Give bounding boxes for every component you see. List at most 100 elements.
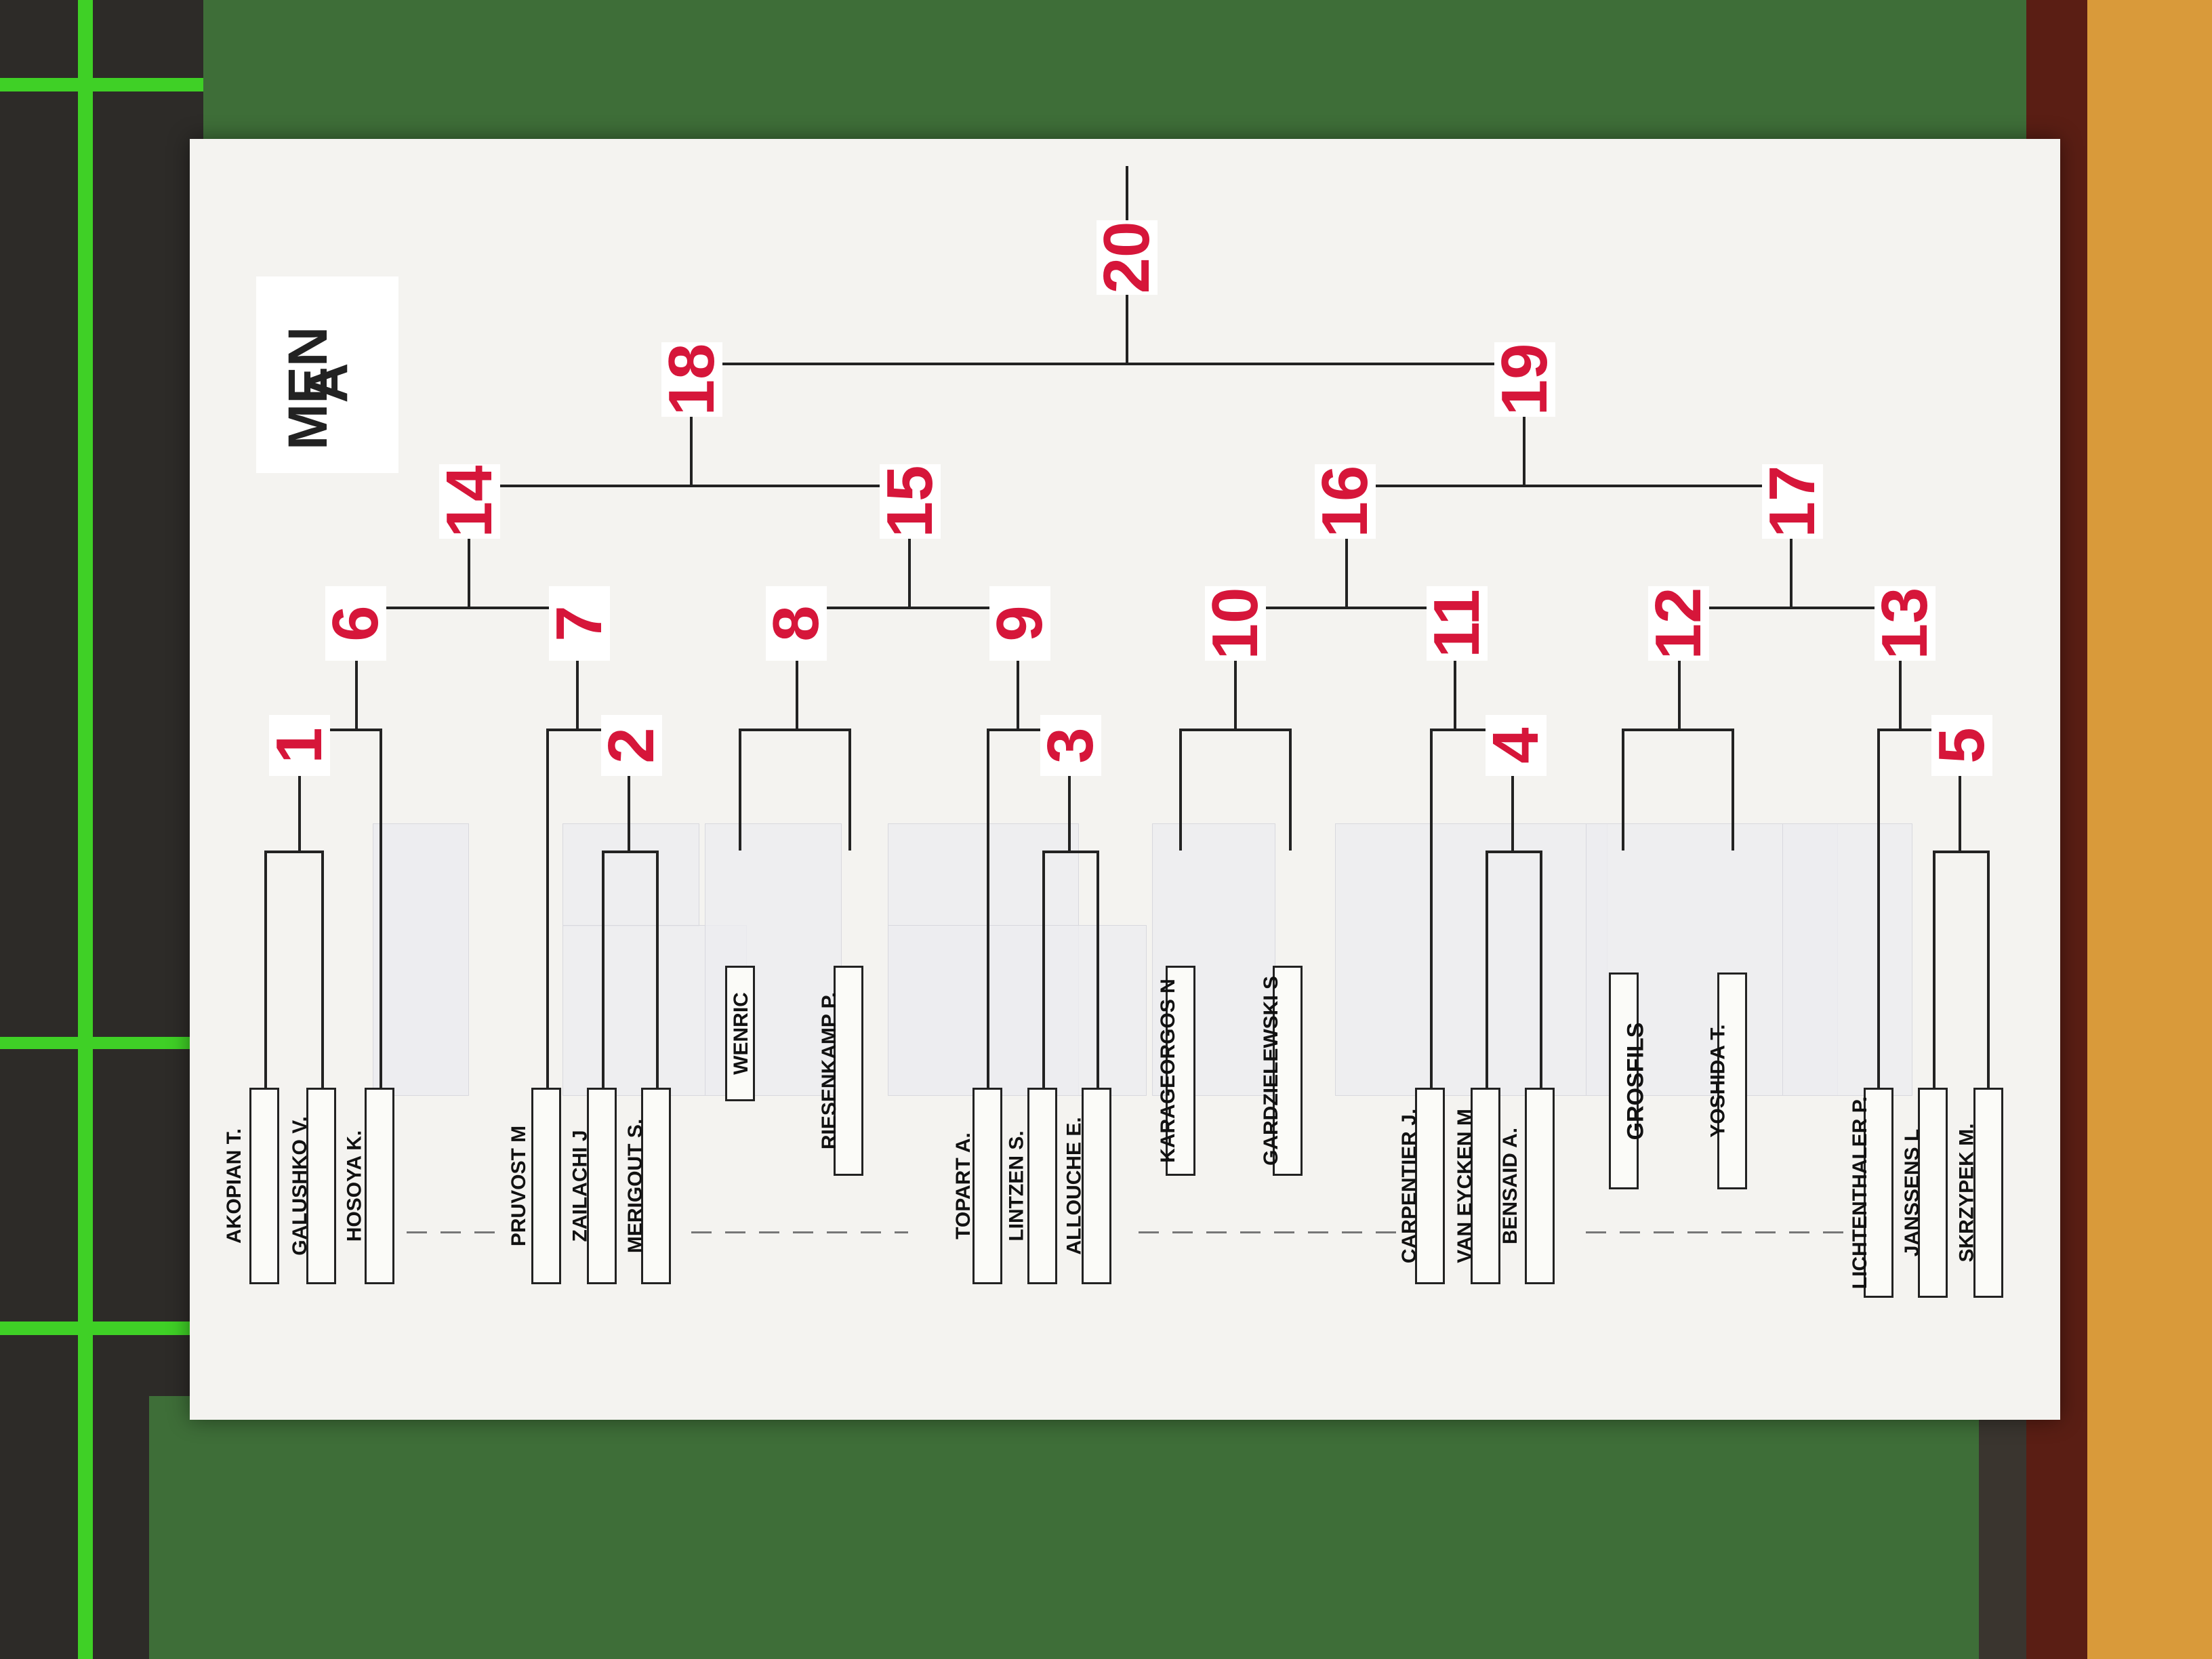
empty-name-pocket bbox=[1782, 823, 1912, 1096]
bracket-line bbox=[1234, 607, 1237, 729]
player-label: WENRIC bbox=[725, 966, 755, 1101]
player-label: GROSFILS bbox=[1609, 972, 1648, 1189]
bracket-line bbox=[1959, 729, 1961, 851]
player-label: PRUVOST M bbox=[508, 1088, 561, 1284]
wooden-floor bbox=[2087, 0, 2212, 1659]
bracket-line bbox=[1454, 607, 1456, 729]
match-number-20: 20 bbox=[1090, 220, 1163, 295]
bracket-line bbox=[1042, 851, 1099, 853]
player-label: LICHTENTHALER P. bbox=[1849, 1088, 1893, 1298]
bracket-line bbox=[355, 607, 358, 729]
player-label: KARAGEORGOS N bbox=[1157, 966, 1195, 1176]
player-label: VAN EYCKEN M bbox=[1454, 1088, 1500, 1284]
bracket-line bbox=[264, 851, 267, 1230]
bracket-line bbox=[1987, 851, 1990, 1230]
bracket-line bbox=[628, 729, 630, 851]
player-label: BENSAID A. bbox=[1499, 1088, 1555, 1284]
bracket-title-card: MEN A bbox=[256, 276, 398, 473]
green-climbing-bar bbox=[0, 1322, 203, 1335]
empty-name-pocket bbox=[888, 925, 1147, 1096]
match-number-13: 13 bbox=[1868, 586, 1941, 661]
green-climbing-bar bbox=[0, 78, 203, 91]
bracket-line bbox=[987, 729, 1071, 731]
match-number-9: 9 bbox=[983, 586, 1056, 661]
bracket-line bbox=[848, 729, 851, 851]
bracket-line bbox=[1540, 851, 1542, 1230]
match-number-7: 7 bbox=[543, 586, 615, 661]
bracket-line bbox=[1017, 607, 1019, 729]
match-number-17: 17 bbox=[1756, 464, 1828, 539]
bracket-line bbox=[908, 485, 911, 607]
bracket-line bbox=[546, 729, 630, 731]
match-number-18: 18 bbox=[655, 342, 728, 417]
player-label: ALLOUCHE E. bbox=[1063, 1088, 1111, 1284]
empty-slot-dash bbox=[1586, 1231, 1857, 1233]
bracket-line bbox=[1068, 729, 1071, 851]
empty-name-pocket bbox=[373, 823, 469, 1096]
match-number-6: 6 bbox=[319, 586, 392, 661]
bracket-line bbox=[1523, 363, 1525, 485]
player-label: TOPART A. bbox=[952, 1088, 1002, 1284]
bracket-line bbox=[1933, 851, 1990, 853]
match-number-19: 19 bbox=[1488, 342, 1561, 417]
match-number-2: 2 bbox=[595, 715, 668, 776]
bracket-line bbox=[264, 851, 324, 853]
bracket-line bbox=[1289, 729, 1292, 851]
bracket-line bbox=[1678, 607, 1681, 729]
empty-name-pocket bbox=[705, 823, 842, 1096]
bracket-line bbox=[656, 851, 659, 1230]
player-label: GARDZIELEWSKI S bbox=[1260, 966, 1303, 1176]
green-wall-panels-bottom bbox=[149, 1396, 1979, 1659]
bracket-line bbox=[1486, 851, 1488, 1230]
bracket-line bbox=[739, 729, 741, 851]
match-number-3: 3 bbox=[1034, 715, 1107, 776]
bracket-line bbox=[1877, 729, 1961, 731]
bracket-line bbox=[355, 607, 579, 609]
player-label: AKOPIAN T. bbox=[223, 1088, 279, 1284]
match-number-4: 4 bbox=[1479, 715, 1552, 776]
bracket-line bbox=[1234, 607, 1456, 609]
bracket-line bbox=[796, 607, 1019, 609]
bracket-line bbox=[1622, 729, 1624, 851]
bracket-line bbox=[1345, 485, 1793, 487]
bracket-line bbox=[1678, 607, 1902, 609]
empty-slot-dash bbox=[1139, 1231, 1410, 1233]
player-label: HOSOYA K. bbox=[343, 1088, 394, 1284]
player-label: ZAILACHI J bbox=[569, 1088, 617, 1284]
empty-name-pocket bbox=[562, 823, 699, 926]
player-label: RIESENKAMP P. bbox=[818, 966, 863, 1176]
player-label: JANSSENS L bbox=[1901, 1088, 1948, 1298]
match-number-10: 10 bbox=[1199, 586, 1271, 661]
green-wall-panels-top bbox=[203, 0, 2114, 156]
bracket-line bbox=[298, 729, 301, 851]
player-label: GALUSHKO V. bbox=[289, 1088, 336, 1284]
bracket-line bbox=[1179, 729, 1292, 731]
player-label: MERIGOUT S. bbox=[624, 1088, 671, 1284]
bracket-line bbox=[796, 607, 798, 729]
empty-name-pocket bbox=[1335, 823, 1607, 1096]
empty-slot-dash bbox=[407, 1231, 495, 1233]
bracket-line bbox=[1486, 851, 1542, 853]
tournament-bracket-poster: MEN A bbox=[190, 139, 2060, 1420]
green-climbing-bar bbox=[78, 0, 93, 1659]
match-number-11: 11 bbox=[1420, 586, 1493, 661]
bracket-line bbox=[1097, 851, 1099, 1230]
bracket-line bbox=[298, 729, 382, 731]
player-label: SKRZYPEK M. bbox=[1956, 1088, 2003, 1298]
bracket-line bbox=[546, 729, 549, 1230]
bracket-line bbox=[739, 729, 851, 731]
bracket-line bbox=[321, 851, 324, 1230]
bracket-line bbox=[987, 729, 989, 1230]
empty-slot-dash bbox=[691, 1231, 908, 1233]
bracket-line bbox=[468, 485, 911, 487]
bracket-line bbox=[468, 485, 470, 607]
green-climbing-bar bbox=[0, 1037, 203, 1049]
bracket-line bbox=[1430, 729, 1433, 1230]
bracket-line bbox=[1899, 607, 1902, 729]
bracket-line bbox=[1877, 729, 1880, 1230]
bracket-line bbox=[690, 363, 1525, 365]
match-number-5: 5 bbox=[1925, 715, 1998, 776]
bracket-line bbox=[602, 851, 659, 853]
player-label: YOSHIDA T. bbox=[1707, 972, 1747, 1189]
bracket-line bbox=[1345, 485, 1348, 607]
